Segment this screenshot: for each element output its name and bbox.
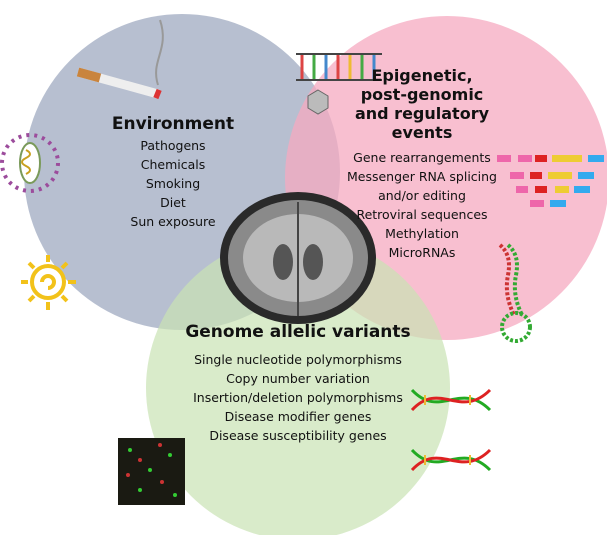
microarray-image: [118, 438, 185, 505]
epigenetic-item: Methylation: [385, 226, 459, 241]
virus-icon: [0, 133, 60, 193]
environment-item: Smoking: [145, 176, 201, 191]
environment-item: Pathogens: [140, 138, 206, 153]
brain-mri-image: [220, 192, 376, 324]
environment-section: Environment Pathogens Chemicals Smoking …: [88, 114, 258, 231]
epigenetic-title-line: Epigenetic,: [371, 66, 473, 85]
environment-item: Diet: [160, 195, 186, 210]
environment-item: Sun exposure: [130, 214, 216, 229]
epigenetic-section: Epigenetic, post-genomic and regulatory …: [322, 66, 522, 262]
epigenetic-title: Epigenetic, post-genomic and regulatory …: [322, 66, 522, 142]
genome-item: Insertion/deletion polymorphisms: [193, 390, 403, 405]
sun-icon: [21, 255, 76, 310]
environment-item: Chemicals: [140, 157, 206, 172]
epigenetic-item: Retroviral sequences: [356, 207, 488, 222]
dna-helix-icon: [410, 388, 492, 472]
genome-title: Genome allelic variants: [185, 322, 411, 342]
microrna-hairpin-icon: [498, 243, 532, 343]
epigenetic-item: Messenger RNA splicing: [346, 169, 497, 184]
genome-item: Copy number variation: [226, 371, 370, 386]
environment-title: Environment: [111, 114, 235, 134]
genome-item: Disease susceptibility genes: [209, 428, 387, 443]
genome-circle: [146, 236, 450, 535]
cigarette-icon: [76, 19, 164, 100]
epigenetic-title-line: post-genomic: [360, 85, 484, 104]
epigenetic-item: MicroRNAs: [388, 245, 456, 260]
genome-item: Disease modifier genes: [224, 409, 372, 424]
epigenetic-title-line: and regulatory events: [354, 104, 490, 142]
epigenetic-item: and/or editing: [378, 188, 466, 203]
rna-splicing-icon: [497, 155, 604, 207]
genome-section: Genome allelic variants Single nucleotid…: [168, 322, 428, 445]
genome-item: Single nucleotide polymorphisms: [194, 352, 402, 367]
dna-methylation-icon: [296, 53, 382, 115]
epigenetic-item: Gene rearrangements: [353, 150, 491, 165]
